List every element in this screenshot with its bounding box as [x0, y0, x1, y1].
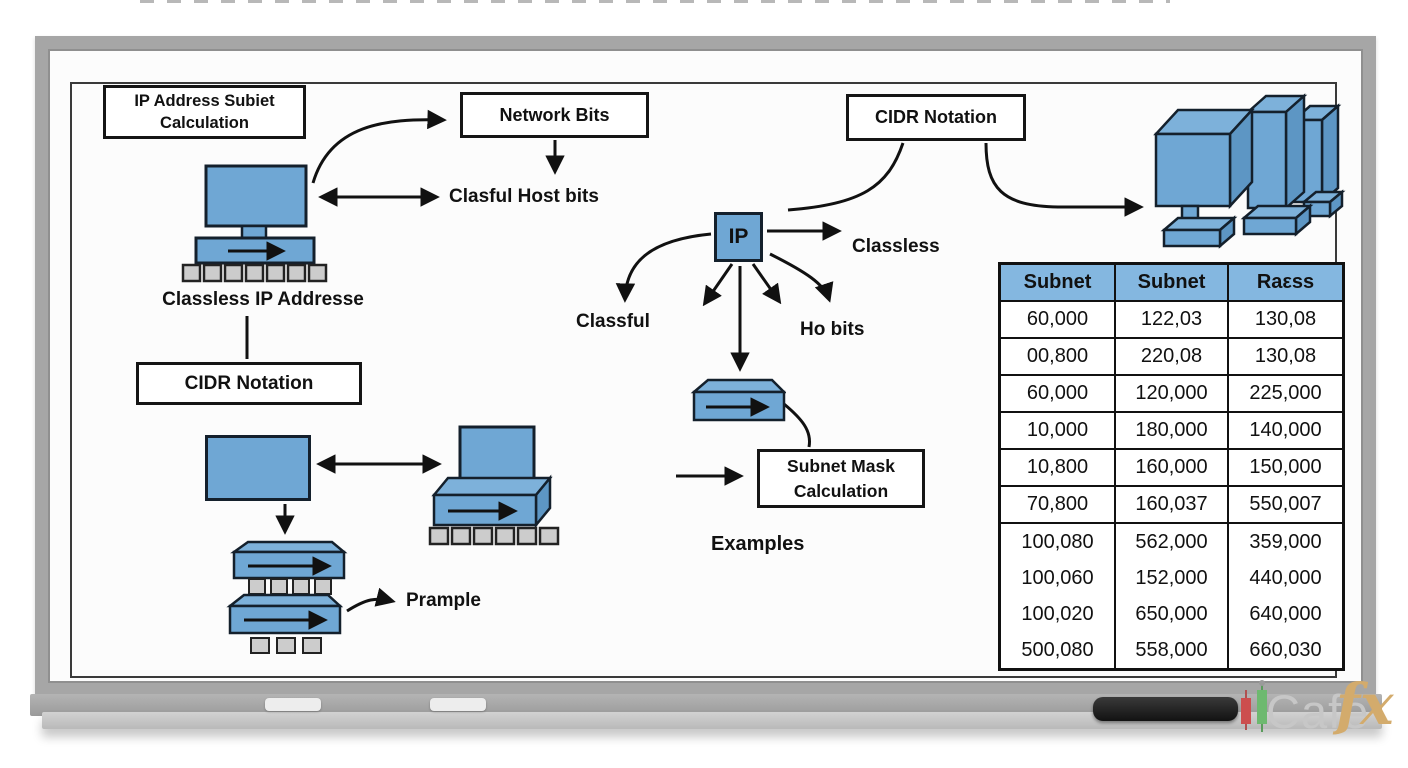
- table-group-cell: 359,000: [1249, 531, 1322, 553]
- subnet-mask-text: Subnet Mask Calculation: [787, 456, 895, 501]
- table-cell: 60,000: [1001, 376, 1116, 413]
- table-group-column: 359,000 440,000 640,000 660,030: [1229, 524, 1342, 668]
- router-icon: [230, 540, 348, 580]
- table-cell: 225,000: [1229, 376, 1342, 413]
- table-header-cell: Subnet: [1001, 265, 1116, 302]
- table-cell: 122,03: [1116, 302, 1229, 339]
- prample-label: Prample: [406, 590, 481, 611]
- table-cell: 130,08: [1229, 339, 1342, 376]
- title-box: IP Address Subiet Calculation: [103, 85, 306, 139]
- network-bits-box: Network Bits: [460, 92, 649, 138]
- table-cell: 70,800: [1001, 487, 1116, 524]
- tray-pad: [265, 698, 321, 711]
- examples-label: Examples: [711, 533, 805, 555]
- desktop-computer-icon: [181, 164, 328, 283]
- table-cell: 160,000: [1116, 450, 1229, 487]
- table-group-cell: 100,020: [1021, 603, 1094, 625]
- subnet-mask-box: Subnet Mask Calculation: [757, 449, 925, 508]
- table-group-cell: 650,000: [1135, 603, 1208, 625]
- table-cell: 10,800: [1001, 450, 1116, 487]
- ho-bits-label: Ho bits: [800, 319, 865, 340]
- table-group-cell: 640,000: [1249, 603, 1322, 625]
- desktop-computer-icon: [428, 425, 560, 546]
- table-cell: 140,000: [1229, 413, 1342, 450]
- table-cell: 150,000: [1229, 450, 1342, 487]
- router-feet: [250, 637, 322, 654]
- whiteboard-marker-icon: [1093, 697, 1238, 721]
- cidr-notation-top-box: CIDR Notation: [846, 94, 1026, 141]
- table-cell: 160,037: [1116, 487, 1229, 524]
- table-group-cell: 440,000: [1249, 567, 1322, 589]
- tray-pad: [430, 698, 486, 711]
- whiteboard-tray-lip: [42, 712, 1382, 729]
- table-group-cell: 660,030: [1249, 639, 1322, 661]
- table-group-cell: 500,080: [1021, 639, 1094, 661]
- router-icon: [690, 378, 786, 422]
- ip-text: IP: [728, 225, 749, 248]
- table-cell: 180,000: [1116, 413, 1229, 450]
- table-cell: 130,08: [1229, 302, 1342, 339]
- cidr-top-text: CIDR Notation: [875, 107, 997, 127]
- table-group-block: 100,080 100,060 100,020 500,080 562,000 152,0…: [1001, 524, 1342, 668]
- table-group-column: 100,080 100,060 100,020 500,080: [1001, 524, 1116, 668]
- title-text: IP Address Subiet Calculation: [134, 91, 275, 132]
- classless-ip-label: Classless IP Addresse: [162, 289, 364, 310]
- router-icon: [226, 593, 344, 635]
- table-header-cell: Raεss: [1229, 265, 1342, 302]
- table-group-cell: 562,000: [1135, 531, 1208, 553]
- table-group-cell: 100,080: [1021, 531, 1094, 553]
- cidr-notation-left-box: CIDR Notation: [136, 362, 362, 405]
- logo-cafe-text: Cafe: [1266, 685, 1370, 738]
- network-bits-text: Network Bits: [499, 104, 610, 125]
- logo-fx-text: fx: [1336, 672, 1394, 738]
- table-cell: 60,000: [1001, 302, 1116, 339]
- table-cell: 10,000: [1001, 413, 1116, 450]
- table-cell: 550,007: [1229, 487, 1342, 524]
- table-cell: 120,000: [1116, 376, 1229, 413]
- table-group-cell: 558,000: [1135, 639, 1208, 661]
- classful-label: Classful: [576, 311, 650, 332]
- classless-label: Classless: [852, 236, 940, 257]
- server-stack-icon: [1153, 93, 1346, 249]
- top-edge-artifact: [140, 0, 1170, 3]
- table-header-cell: Subnet: [1116, 265, 1229, 302]
- cidr-left-text: CIDR Notation: [184, 372, 314, 394]
- table-cell: 00,800: [1001, 339, 1116, 376]
- table-group-cell: 100,060: [1021, 567, 1094, 589]
- monitor-icon: [205, 435, 311, 501]
- table-group-cell: 152,000: [1135, 567, 1208, 589]
- table-cell: 220,08: [1116, 339, 1229, 376]
- candlestick-chart-icon: [1241, 680, 1267, 732]
- clasful-host-bits-label: Clasful Host bits: [449, 186, 599, 207]
- ip-node: IP: [714, 212, 763, 262]
- table-group-column: 562,000 152,000 650,000 558,000: [1116, 524, 1229, 668]
- whiteboard-tray: [30, 694, 1382, 716]
